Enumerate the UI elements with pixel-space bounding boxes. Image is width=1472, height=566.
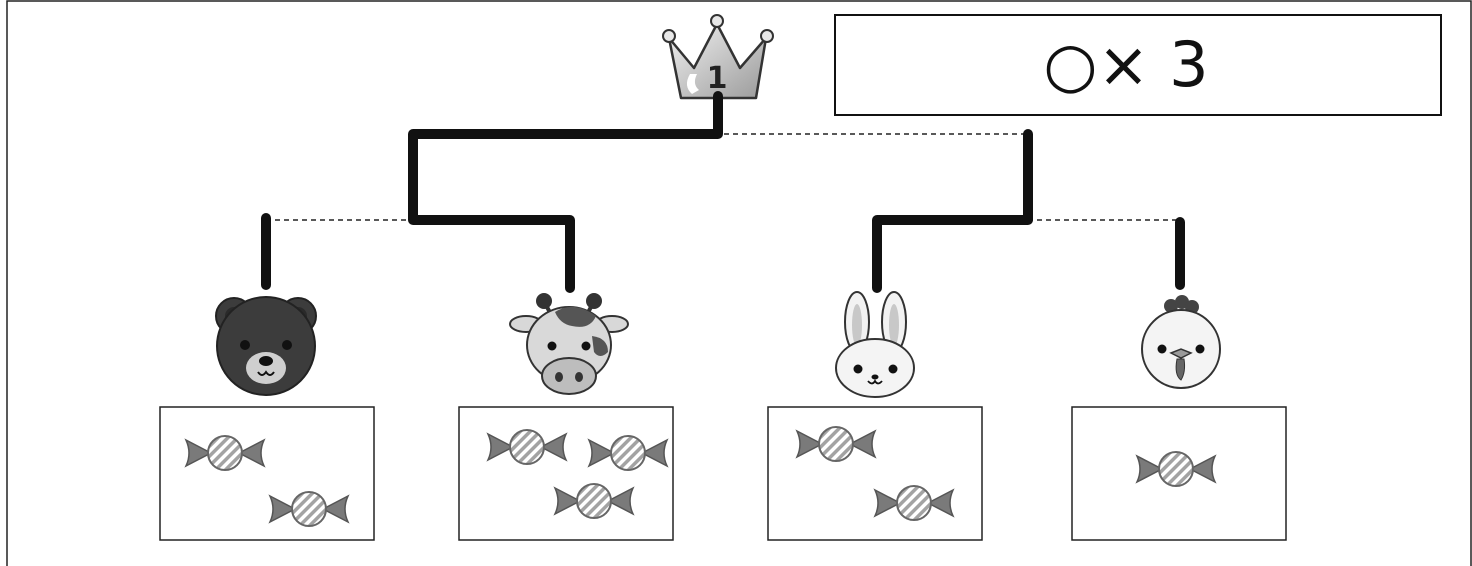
- bracket-dashed-lines: [266, 134, 1183, 220]
- crown-icon: 1: [663, 15, 773, 98]
- score-text: ○× 3: [1043, 28, 1208, 101]
- crown-rank: 1: [707, 61, 728, 96]
- candy-box-cow: [459, 407, 673, 540]
- bear-icon: [216, 297, 316, 395]
- cow-icon: [510, 293, 628, 394]
- bracket-winning-lines: [266, 96, 1180, 288]
- rabbit-icon: [836, 292, 914, 397]
- chick-icon: [1142, 295, 1220, 388]
- candy-box-rabbit: [768, 407, 982, 540]
- candy-box-chick: [1072, 407, 1286, 540]
- candy-box-bear: [160, 407, 374, 540]
